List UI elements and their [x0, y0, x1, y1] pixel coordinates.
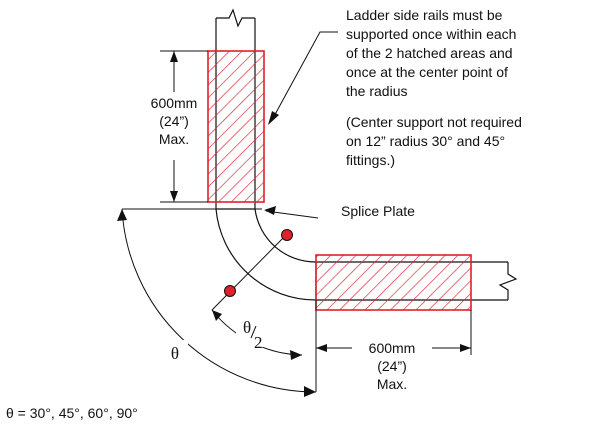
support-note-callout [268, 31, 338, 125]
theta-angle-arc: θ [117, 208, 317, 397]
vertical-dimension: 600mm (24”) Max. [151, 50, 208, 203]
half-angle-numerator: θ [243, 318, 251, 337]
theta-label: θ [171, 344, 179, 363]
hatched-support-area-vertical [207, 50, 265, 203]
support-note-line: once at the center point of [346, 64, 508, 80]
break-symbol-right [498, 262, 518, 300]
horizontal-dimension-inches: (24”) [377, 358, 407, 374]
center-support-note: (Center support not required on 12” radi… [346, 114, 522, 168]
half-angle-denominator: 2 [254, 333, 263, 352]
support-note-line: supported once within each [346, 26, 516, 42]
support-note: Ladder side rails must be supported once… [346, 7, 516, 99]
support-dot-center [224, 285, 236, 297]
support-note-line: the radius [346, 83, 407, 99]
vertical-dimension-max: Max. [159, 131, 189, 147]
vertical-dimension-value: 600mm [151, 95, 198, 111]
splice-plate-label: Splice Plate [341, 203, 415, 219]
horizontal-dimension-value: 600mm [369, 340, 416, 356]
half-angle-arc: θ 2 [211, 232, 303, 360]
support-points [224, 229, 293, 297]
center-note-line: on 12” radius 30° and 45° [346, 133, 505, 149]
hatched-support-area-horizontal [315, 254, 472, 311]
support-note-line: of the 2 hatched areas and [346, 45, 513, 61]
vertical-dimension-inches: (24”) [159, 113, 189, 129]
angle-values-label: θ = 30°, 45°, 60°, 90° [6, 405, 138, 421]
support-dot-outer [281, 229, 293, 241]
break-symbol-top [216, 8, 255, 28]
horizontal-dimension-max: Max. [377, 376, 407, 392]
support-note-line: Ladder side rails must be [346, 7, 503, 23]
splice-plate-callout: Splice Plate [264, 203, 415, 219]
center-note-line: fittings.) [346, 152, 395, 168]
reference-lines [122, 208, 317, 392]
center-note-line: (Center support not required [346, 114, 522, 130]
horizontal-dimension: 600mm (24”) Max. [315, 310, 472, 392]
